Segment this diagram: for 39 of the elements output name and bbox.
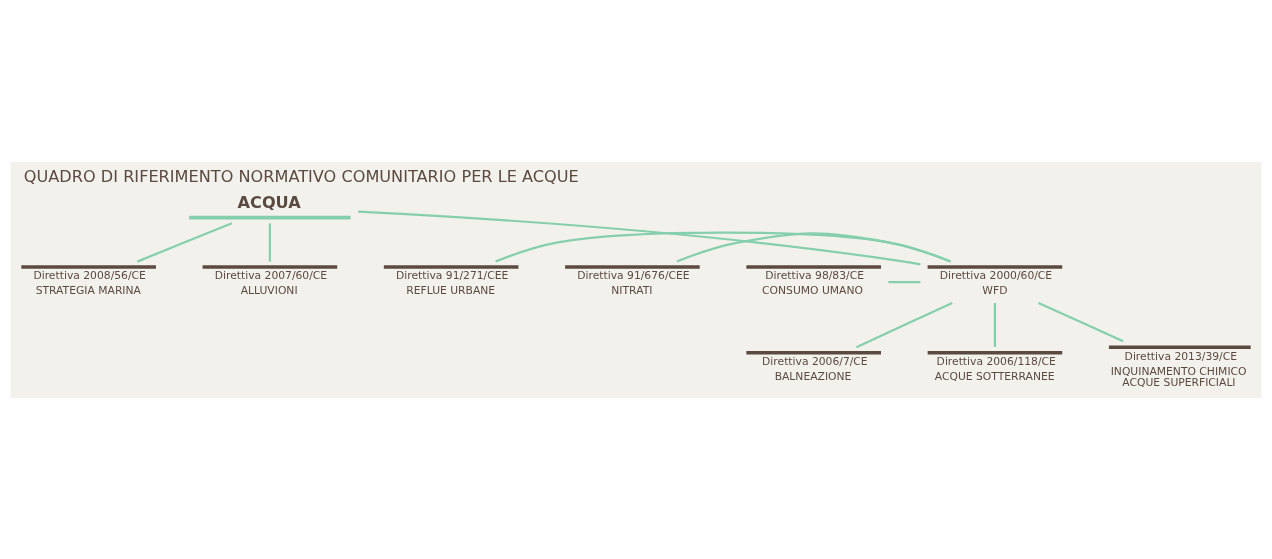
node-label: NITRATI: [611, 283, 653, 297]
node-box: [927, 264, 1063, 269]
connector: [993, 302, 997, 347]
diagram-title: QUADRO DI RIFERIMENTO NORMATIVO COMUNITARIO PER LE ACQUE: [23, 166, 579, 186]
connector: [676, 231, 951, 263]
node-box: [927, 350, 1063, 354]
connector: [888, 280, 921, 283]
node-box: [1108, 345, 1251, 349]
node-label: Direttiva 2013/39/CE: [1124, 349, 1238, 362]
node-label: WFD: [982, 283, 1008, 297]
node-box: [746, 350, 881, 354]
connector: [495, 230, 951, 263]
node-label: ACQUA: [237, 192, 301, 212]
node-label: Direttiva 2008/56/CE: [33, 268, 146, 282]
node-box: [383, 264, 519, 269]
node-label: Direttiva 91/271/CEE: [395, 268, 509, 282]
node-label: Direttiva 98/83/CE: [765, 268, 864, 282]
node-label: ACQUE SOTTERRANEE: [934, 369, 1055, 383]
node-label: Direttiva 91/676/CEE: [577, 268, 690, 282]
connector: [358, 210, 921, 265]
node-box: [189, 215, 351, 219]
node-label: Direttiva 2000/60/CE: [939, 268, 1053, 282]
connector: [855, 301, 953, 348]
node-label: Direttiva 2007/60/CE: [214, 268, 328, 282]
node-label: STRATEGIA MARINA: [35, 283, 141, 297]
node-box: [21, 264, 156, 269]
node-box: [746, 264, 881, 269]
node-box: [202, 264, 338, 269]
connector: [136, 221, 233, 263]
connector: [268, 222, 271, 262]
node-label: BALNEAZIONE: [774, 369, 852, 383]
node-label: REFLUE URBANE: [406, 283, 496, 297]
node-box: [565, 264, 700, 269]
node-label: CONSUMO UMANO: [762, 283, 863, 297]
node-label: Direttiva 2006/118/CE: [936, 354, 1056, 368]
connector: [1038, 301, 1124, 342]
node-label: ALLUVIONI: [240, 283, 298, 297]
node-label: INQUINAMENTO CHIMICO ACQUE SUPERFICIALI: [1110, 364, 1247, 389]
node-label: Direttiva 2006/7/CE: [762, 354, 868, 368]
